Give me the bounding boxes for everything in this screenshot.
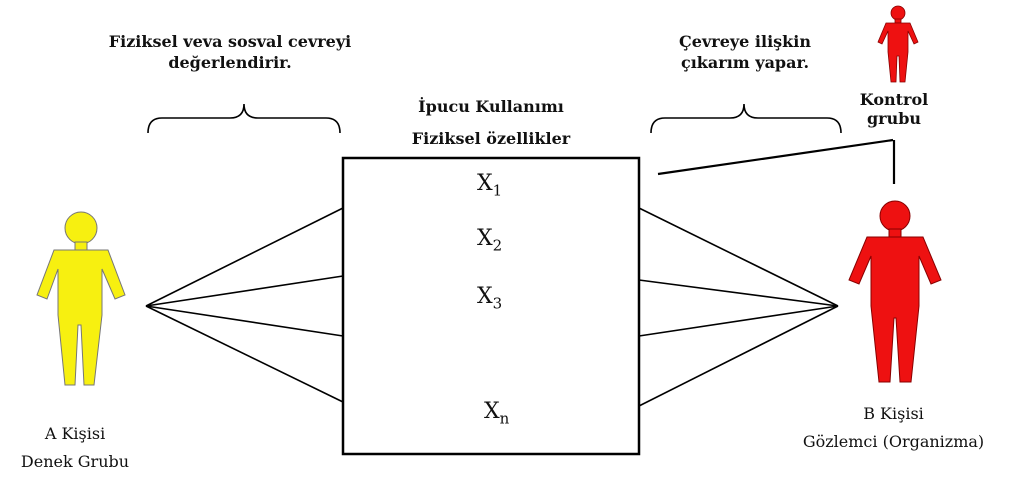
variable-base: X [477,226,493,251]
person-a-line2: Denek Grubu [20,452,130,471]
control-connection [657,138,896,184]
person-b-label: B Kişisi Gözlemci (Organizma) [776,400,1011,456]
variable-subscript: 1 [492,181,503,200]
red-person-icon [848,200,942,383]
person-b-line1: B Kişisi [863,404,924,423]
small-red-person-icon [877,5,919,83]
center-header: İpucu Kullanımı Fiziksel özellikler [376,91,606,155]
center-header-line2: Fiziksel özellikler [411,129,571,148]
right-fan-lines [638,207,839,407]
variable-x3: X3 [477,284,502,312]
right-annotation: Çevreye ilişkin çıkarım yapar. [650,31,840,73]
left-fan-lines [145,207,344,403]
control-group-line1: Kontrol [859,90,929,109]
person-a-label: A Kişisi Denek Grubu [0,420,150,476]
curly-brace-icon [650,103,842,134]
person-a-line1: A Kişisi [44,424,106,443]
cue-box [341,156,641,456]
control-group-line2: grubu [866,109,922,128]
fan-line [145,207,344,307]
right-annotation-line2: çıkarım yapar. [680,53,810,72]
person-b-line2: Gözlemci (Organizma) [802,432,985,451]
control-group-label: Kontrol grubu [846,90,942,128]
fan-line [145,305,344,403]
variable-subscript: 2 [492,236,503,255]
variable-base: X [477,284,493,309]
left-annotation-line2: değerlendirir. [168,53,292,72]
variable-base: X [484,399,500,424]
variable-subscript: 3 [492,294,503,313]
variable-x1: X1 [477,171,502,199]
right-annotation-line1: Çevreye ilişkin [679,32,811,51]
fan-line [638,305,839,337]
fan-line [638,207,839,307]
curly-brace-icon [147,103,341,134]
fan-line [638,305,839,407]
fan-line [638,279,839,307]
center-header-line1: İpucu Kullanımı [418,97,564,116]
variable-x2: X2 [477,226,502,254]
yellow-person-icon [36,211,126,386]
variable-base: X [477,171,493,196]
variable-xn: Xn [484,399,509,427]
left-annotation-line1: Fiziksel veva sosval cevreyi [108,32,352,51]
fan-line [145,305,344,337]
fan-line [145,275,344,307]
left-annotation: Fiziksel veva sosval cevreyi değerlendir… [80,31,380,73]
variable-subscript: n [499,409,510,428]
